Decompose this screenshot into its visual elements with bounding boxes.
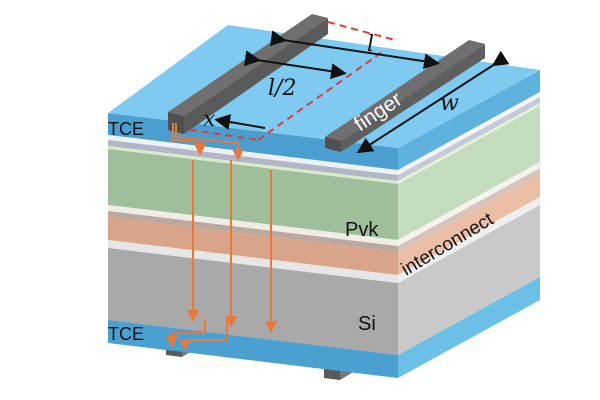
silicon-layer-front: [108, 248, 398, 355]
current-paths: [166, 123, 277, 351]
silicon-layer-side: [398, 205, 540, 355]
lightgreen-layer-front: [108, 146, 398, 184]
dimension-arrows: [214, 30, 510, 154]
si-label: Si: [358, 313, 376, 335]
tce-bottom-layer-side: [398, 277, 540, 378]
dimension-l: l: [367, 32, 374, 57]
perovskite-layer-front: [108, 149, 398, 240]
gray-layer-front: [108, 211, 398, 252]
white-layer-front: [108, 135, 398, 175]
tce-bottom-label: TCE: [108, 324, 144, 344]
white-layer-side: [398, 162, 540, 246]
tce-top-label: TCE: [108, 119, 144, 139]
gray-layer-front: [108, 140, 398, 181]
dimension-w: w: [440, 91, 459, 116]
interconnect-layer-front: [108, 217, 398, 275]
dimension-half-l: l/2: [268, 76, 296, 101]
dimension-x: x: [203, 107, 216, 132]
white-layer-front: [108, 205, 398, 246]
interconnect-layer-side: [398, 174, 540, 275]
white-layer-side: [398, 197, 540, 283]
gray-layer-side: [398, 168, 540, 252]
pvk-label: Pvk: [345, 219, 379, 241]
tce-bottom-layer-front: [108, 320, 398, 378]
white-layer-front: [108, 240, 398, 283]
